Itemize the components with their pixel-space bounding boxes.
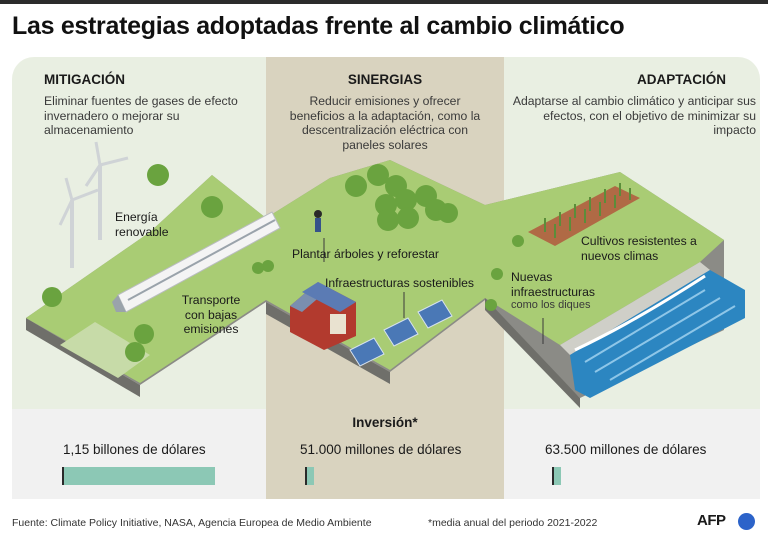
- page-title: Las estrategias adoptadas frente al camb…: [12, 12, 625, 40]
- wind-turbine-icon: [58, 141, 129, 268]
- plantar-arboles-label: Plantar árboles y reforestar: [292, 247, 439, 261]
- footnote-text: *media anual del periodo 2021-2022: [428, 517, 598, 529]
- investment-title: Inversión*: [352, 415, 418, 430]
- investment-amount-mitigacion: 1,15 billones de dólares: [63, 442, 206, 457]
- adaptacion-description: Adaptarse al cambio climático y anticipa…: [512, 94, 756, 137]
- mitigacion-heading: MITIGACIÓN: [44, 72, 125, 87]
- investment-bar-mitigacion: [63, 467, 215, 485]
- investment-bar-adaptacion: [553, 467, 561, 485]
- sinergias-heading: SINERGIAS: [347, 72, 423, 87]
- solar-panel-icon: [349, 299, 453, 367]
- barn-icon: [290, 282, 356, 350]
- investment-bar-sinergias: [306, 467, 314, 485]
- investment-amount-adaptacion: 63.500 millones de dólares: [545, 442, 707, 457]
- transporte-label: Transporte con bajas emisiones: [181, 293, 241, 336]
- cultivos-label: Cultivos resistentes a nuevos climas: [581, 234, 697, 263]
- source-text: Fuente: Climate Policy Initiative, NASA,…: [12, 517, 372, 529]
- top-rule: [0, 0, 768, 4]
- investment-bar-tick-mitigacion: [62, 467, 64, 485]
- adaptacion-heading: ADAPTACIÓN: [637, 72, 726, 87]
- investment-bar-tick-adaptacion: [552, 467, 554, 485]
- energia-renovable-label: Energía renovable: [115, 210, 169, 239]
- investment-amount-sinergias: 51.000 millones de dólares: [300, 442, 462, 457]
- mitigacion-description: Eliminar fuentes de gases de efecto inve…: [44, 94, 238, 137]
- afp-logo-dot: [738, 513, 755, 530]
- sinergias-description: Reducir emisiones y ofrecer beneficios a…: [289, 94, 481, 152]
- nuevas-infraestructuras-label: Nuevas infraestructuras: [511, 270, 595, 299]
- afp-logo: AFP: [697, 512, 726, 529]
- diques-label: como los diques: [511, 299, 591, 311]
- infraestructuras-sostenibles-label: Infraestructuras sostenibles: [325, 276, 475, 290]
- train-icon: [112, 211, 281, 313]
- person-icon: [314, 210, 322, 232]
- tree-icon: [42, 164, 458, 362]
- adaptacion-island: [485, 172, 745, 408]
- investment-bar-tick-sinergias: [305, 467, 307, 485]
